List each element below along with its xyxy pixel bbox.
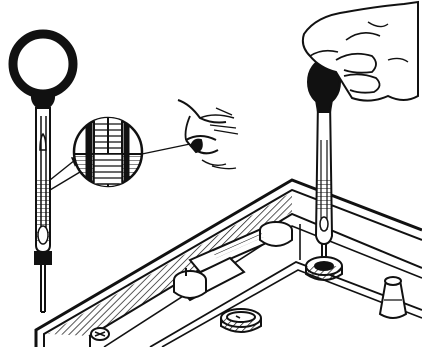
open-filler-hole (306, 257, 342, 280)
vent-cap (221, 309, 261, 332)
pupil (191, 140, 202, 152)
terminal-screw (91, 328, 109, 340)
bulb-neck (32, 92, 54, 106)
rubber-bulb (13, 34, 73, 94)
left-hydrometer (13, 34, 73, 312)
right-hydrometer (316, 100, 332, 268)
hand-squeezing-bulb (303, 2, 418, 112)
electrolyte-level (37, 180, 49, 225)
magnified-scale-inset (74, 110, 142, 200)
hydrometer-tip (35, 252, 51, 264)
eye-reading-level (142, 100, 238, 169)
battery-terminal-post (380, 277, 406, 318)
